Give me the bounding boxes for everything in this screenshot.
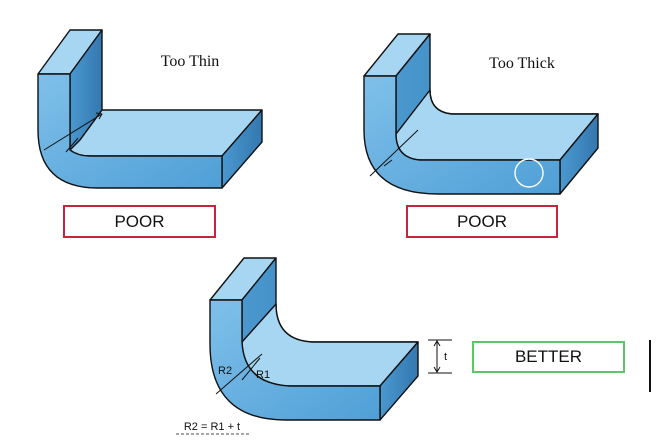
thickness-dimension — [428, 339, 452, 374]
radius-line-outer — [43, 113, 103, 151]
rating-text: BETTER — [514, 347, 583, 366]
label-thickness: t — [444, 351, 447, 363]
radius-line-outer — [369, 129, 419, 177]
rating-box-better: BETTER — [472, 341, 625, 373]
radius-line-inner — [383, 159, 393, 167]
front-face — [37, 73, 223, 189]
radius-arrow-head — [95, 112, 103, 120]
front-face — [363, 75, 561, 195]
crack-highlight-circle — [514, 158, 544, 188]
label-r2: R2 — [218, 365, 232, 377]
part-too-thick — [363, 33, 599, 195]
radius-r2-line — [215, 353, 263, 395]
flange-top-face — [395, 89, 599, 161]
formula-text: R2 = R1 + t — [184, 421, 240, 433]
radius-r1-line — [241, 357, 261, 381]
rating-box-poor-thin: POOR — [63, 205, 216, 238]
rating-box-poor-thick: POOR — [406, 205, 558, 238]
rating-text: POOR — [114, 211, 165, 231]
part-too-thin — [37, 29, 263, 189]
title-too-thick: Too Thick — [489, 55, 555, 72]
rating-text: POOR — [456, 211, 508, 231]
front-face — [209, 299, 381, 421]
part-better — [209, 257, 419, 421]
radius-line-inner — [65, 137, 79, 153]
label-r1: R1 — [256, 369, 270, 381]
title-too-thin: Too Thin — [161, 53, 220, 70]
